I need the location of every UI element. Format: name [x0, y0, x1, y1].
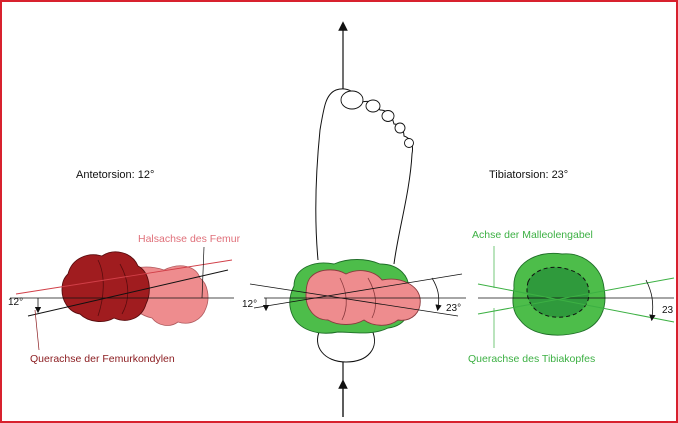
foot-outline: [316, 89, 413, 264]
femur-neck-axis-label: Halsachse des Femur: [138, 234, 240, 245]
femur-condyles-shape: [62, 252, 149, 322]
femur-condyle-axis-label: Querachse der Femurkondylen: [30, 354, 175, 365]
tibia-inner-dashed: [527, 267, 589, 317]
tibia-angle-label: 23: [662, 306, 673, 316]
tibial-head-axis-label: Querachse des Tibiakopfes: [468, 354, 595, 365]
center-angle-right-label: 23°: [446, 304, 461, 314]
antetorsion-heading: Antetorsion: 12°: [76, 170, 154, 181]
foot-illustration: [250, 26, 466, 417]
femur-illustration: [10, 247, 234, 350]
femur-angle-label: 12°: [8, 298, 23, 308]
center-angle-left-label: 12°: [242, 300, 257, 310]
tibiatorsion-heading: Tibiatorsion: 23°: [489, 170, 568, 181]
malleolar-axis-label: Achse der Malleolengabel: [472, 230, 593, 241]
tibia-illustration: [478, 246, 674, 348]
